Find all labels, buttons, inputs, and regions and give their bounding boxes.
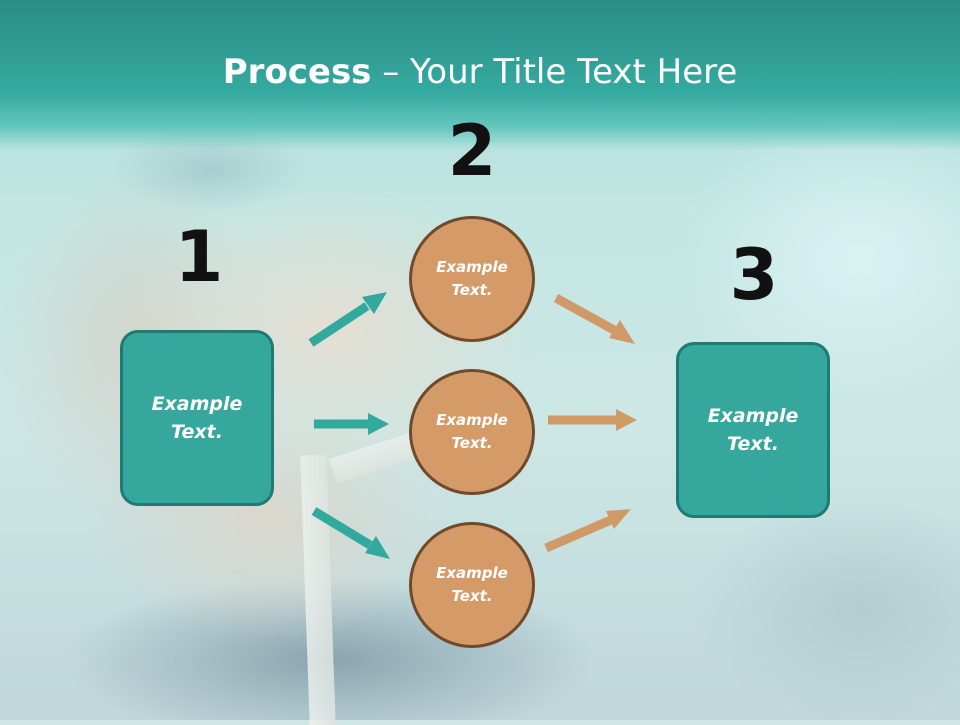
step-3-number: 3	[729, 234, 779, 316]
step-1-text: Example Text.	[151, 392, 243, 444]
teal-arrow-up	[308, 292, 387, 347]
title-bar: Process – Your Title Text Here	[0, 0, 960, 150]
step-1-box[interactable]: Example Text.	[120, 330, 274, 506]
step-1-number: 1	[174, 216, 224, 298]
slide-title[interactable]: Process – Your Title Text Here	[0, 52, 960, 92]
step-2-number: 2	[447, 110, 497, 192]
step-2-circle-3[interactable]: Example Text.	[409, 522, 535, 648]
step-2-circle-1-text: Example Text.	[436, 257, 508, 299]
orange-arrow-right	[548, 409, 637, 431]
title-bold: Process	[222, 52, 372, 92]
teal-arrow-down	[311, 507, 390, 559]
step-2-circle-1[interactable]: Example Text.	[409, 216, 535, 342]
step-2-circle-2-text: Example Text.	[436, 410, 508, 452]
step-3-box[interactable]: Example Text.	[676, 342, 830, 518]
orange-arrow-down	[553, 294, 635, 344]
orange-arrow-up	[544, 509, 631, 553]
teal-arrow-right	[314, 413, 389, 435]
step-3-text: Example Text.	[707, 404, 799, 456]
step-2-circle-3-text: Example Text.	[436, 563, 508, 605]
step-2-circle-2[interactable]: Example Text.	[409, 369, 535, 495]
title-rest: – Your Title Text Here	[371, 52, 738, 92]
